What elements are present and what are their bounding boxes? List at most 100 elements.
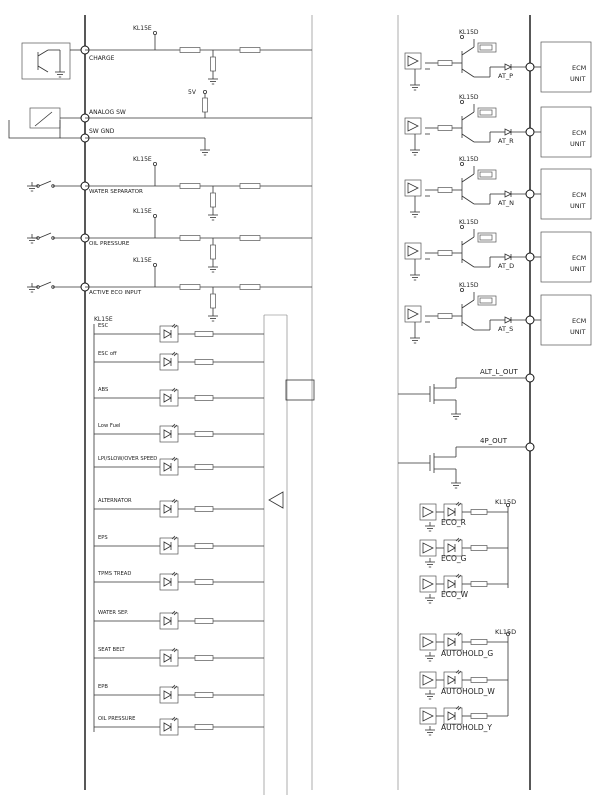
supply-kl15d-label: KL15D [459, 94, 479, 101]
led-diode [163, 329, 172, 339]
supply-tap [505, 632, 510, 637]
ecm-label-line2: UNIT [570, 265, 586, 273]
supply-kl15d-label: KL15D [459, 29, 479, 36]
led-ray [455, 631, 460, 636]
indicator-label-10: EPB [98, 684, 108, 690]
supply-kl15e-label: KL15E [133, 208, 152, 215]
led-ray [173, 499, 178, 504]
led-ray [171, 571, 176, 576]
wire [461, 111, 475, 121]
led-box [159, 389, 179, 407]
led-ray [173, 324, 178, 329]
transistor-emitter [37, 65, 49, 73]
led-ray [455, 501, 460, 506]
ground-symbol [27, 182, 37, 192]
alt-l-out-label: ALT_L_OUT [480, 368, 519, 376]
resistor [194, 543, 214, 549]
led-ray [171, 535, 176, 540]
charge-label: CHARGE [89, 55, 115, 62]
indicator-label-0: ESC [98, 323, 109, 329]
switch-blade [38, 232, 52, 239]
at-node-4 [525, 315, 535, 325]
led-diode [163, 722, 172, 732]
ground-symbol [425, 594, 435, 604]
supply-tap [152, 161, 157, 166]
led-ray [173, 457, 178, 462]
4p-out-node [525, 442, 535, 452]
supply-tap [459, 35, 464, 40]
led-ray [171, 684, 176, 689]
ecm-label-line2: UNIT [570, 202, 586, 210]
buffer-triangle [422, 506, 434, 518]
supply-kl15d-label: KL15D [459, 156, 479, 163]
indicator-label-6: EPS [98, 535, 108, 541]
led-diode [447, 507, 456, 517]
resistor [194, 655, 214, 661]
ecm-label-line1: ECM [572, 191, 586, 199]
indicator-label-11: OIL PRESSURE [98, 716, 135, 722]
resistor [179, 284, 201, 290]
led-box [443, 671, 463, 689]
buffer-triangle [407, 182, 419, 194]
led-box [159, 500, 179, 518]
buffer-triangle [407, 55, 419, 67]
led-box [159, 612, 179, 630]
led-ray [171, 387, 176, 392]
led-diode [163, 504, 172, 514]
ground-symbol [451, 479, 461, 489]
autohold-label-0: AUTOHOLD_G [441, 649, 493, 658]
resistor [239, 235, 261, 241]
led-box [159, 458, 179, 476]
ground-symbol [410, 271, 420, 281]
water-separator-label: WATER SEPARATOR [89, 189, 143, 195]
led-ray [171, 456, 176, 461]
supply-tap [152, 262, 157, 267]
led-diode [447, 675, 456, 685]
wire [461, 299, 475, 309]
resistor [479, 109, 493, 116]
led-ray [457, 670, 462, 675]
led-ray [455, 669, 460, 674]
supply-kl15e-label: KL15E [133, 25, 152, 32]
ground-symbol [410, 81, 420, 91]
connector-arrow-icon [268, 491, 284, 509]
ecm-label-line1: ECM [572, 254, 586, 262]
led-ray [457, 502, 462, 507]
led-ray [455, 573, 460, 578]
resistor [437, 250, 453, 256]
analog-arrow [34, 111, 53, 127]
ground-symbol [410, 146, 420, 156]
led-diode [163, 462, 172, 472]
at-output-label-1: AT_R [498, 137, 514, 145]
indicator-label-1: ESC off [98, 351, 117, 357]
at-node-2 [525, 189, 535, 199]
ecm-label-line1: ECM [572, 129, 586, 137]
supply-kl15e-label: KL15E [133, 156, 152, 163]
resistor [194, 395, 214, 401]
ecm-unit-box [540, 231, 592, 283]
ecm-label-line1: ECM [572, 317, 586, 325]
resistor [479, 44, 493, 51]
led-ray [457, 574, 462, 579]
resistor [194, 359, 214, 365]
supply-tap [152, 213, 157, 218]
led-ray [173, 388, 178, 393]
resistor [210, 244, 216, 260]
resistor [194, 431, 214, 437]
switch [36, 180, 55, 188]
supply-5v-label: 5V [188, 89, 197, 96]
led-diode [447, 637, 456, 647]
resistor [179, 235, 201, 241]
indicator-label-2: ABS [98, 387, 108, 393]
led-ray [173, 352, 178, 357]
charge-sensor-box [21, 42, 71, 80]
buffer-triangle [422, 636, 434, 648]
eco-label-1: ECO_G [441, 554, 467, 563]
led-diode [163, 393, 172, 403]
buffer-box [404, 117, 422, 135]
led-diode [163, 541, 172, 551]
resistor [194, 506, 214, 512]
ecm-label-line2: UNIT [570, 328, 586, 336]
resistor [194, 331, 214, 337]
autohold-label-2: AUTOHOLD_Y [441, 723, 492, 732]
